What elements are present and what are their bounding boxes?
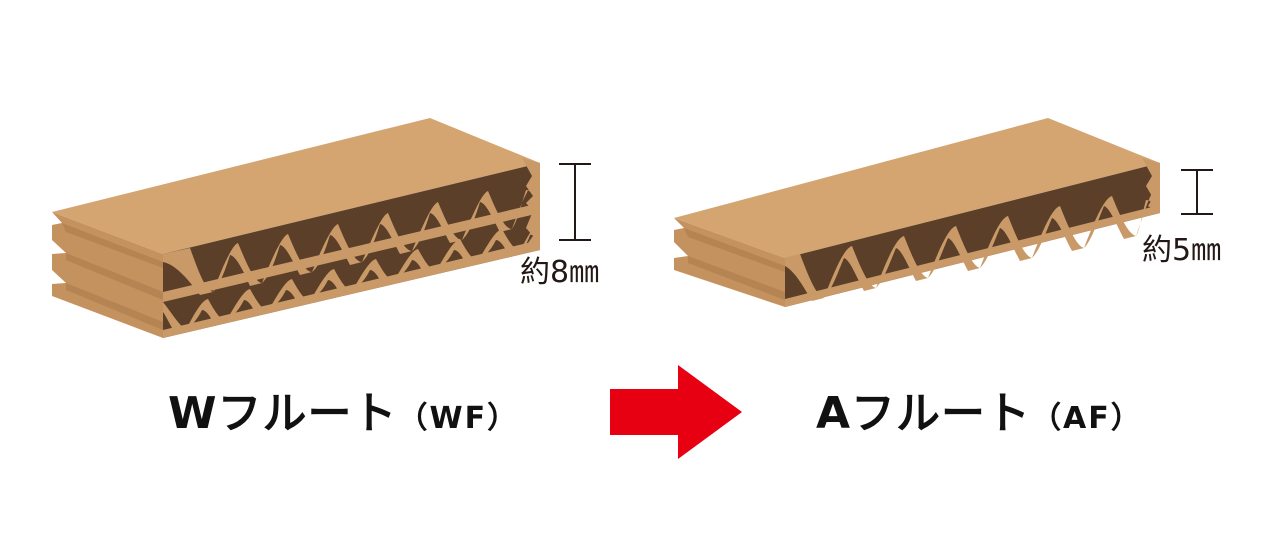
w-flute-bottom-liner [163, 240, 540, 338]
a-flute-thickness-label: 約5㎜ [1142, 233, 1222, 268]
a-flute-front-edge-shadow [684, 228, 785, 300]
w-flute-dimension-marker [559, 163, 591, 241]
a-flute-dimension-marker [1181, 169, 1213, 215]
w-flute-title-suffix: （WF） [397, 401, 520, 436]
a-flute-title-suffix: （AF） [1031, 401, 1143, 436]
a-flute-title-text: Aフルート [816, 388, 1032, 439]
a-flute-end-cap [1142, 158, 1160, 213]
a-flute-side-face [785, 163, 1160, 307]
w-flute-end-cap [522, 158, 540, 250]
w-flute-title: Wフルート（WF） [168, 392, 519, 436]
a-flute-bottom-liner [785, 205, 1160, 307]
a-flute-board [674, 118, 1160, 307]
arrow-right-icon [610, 365, 742, 459]
w-flute-thickness-label: 約8㎜ [520, 255, 600, 290]
w-flute-top-surface [52, 118, 540, 254]
a-flute-title: Aフルート（AF） [816, 392, 1143, 436]
w-flute-upper-waves [163, 183, 540, 295]
w-flute-board [52, 118, 540, 338]
w-flute-front-edge-shadow [62, 223, 163, 330]
w-flute-title-text: Wフルート [168, 388, 398, 439]
a-flute-top-surface [674, 118, 1160, 258]
